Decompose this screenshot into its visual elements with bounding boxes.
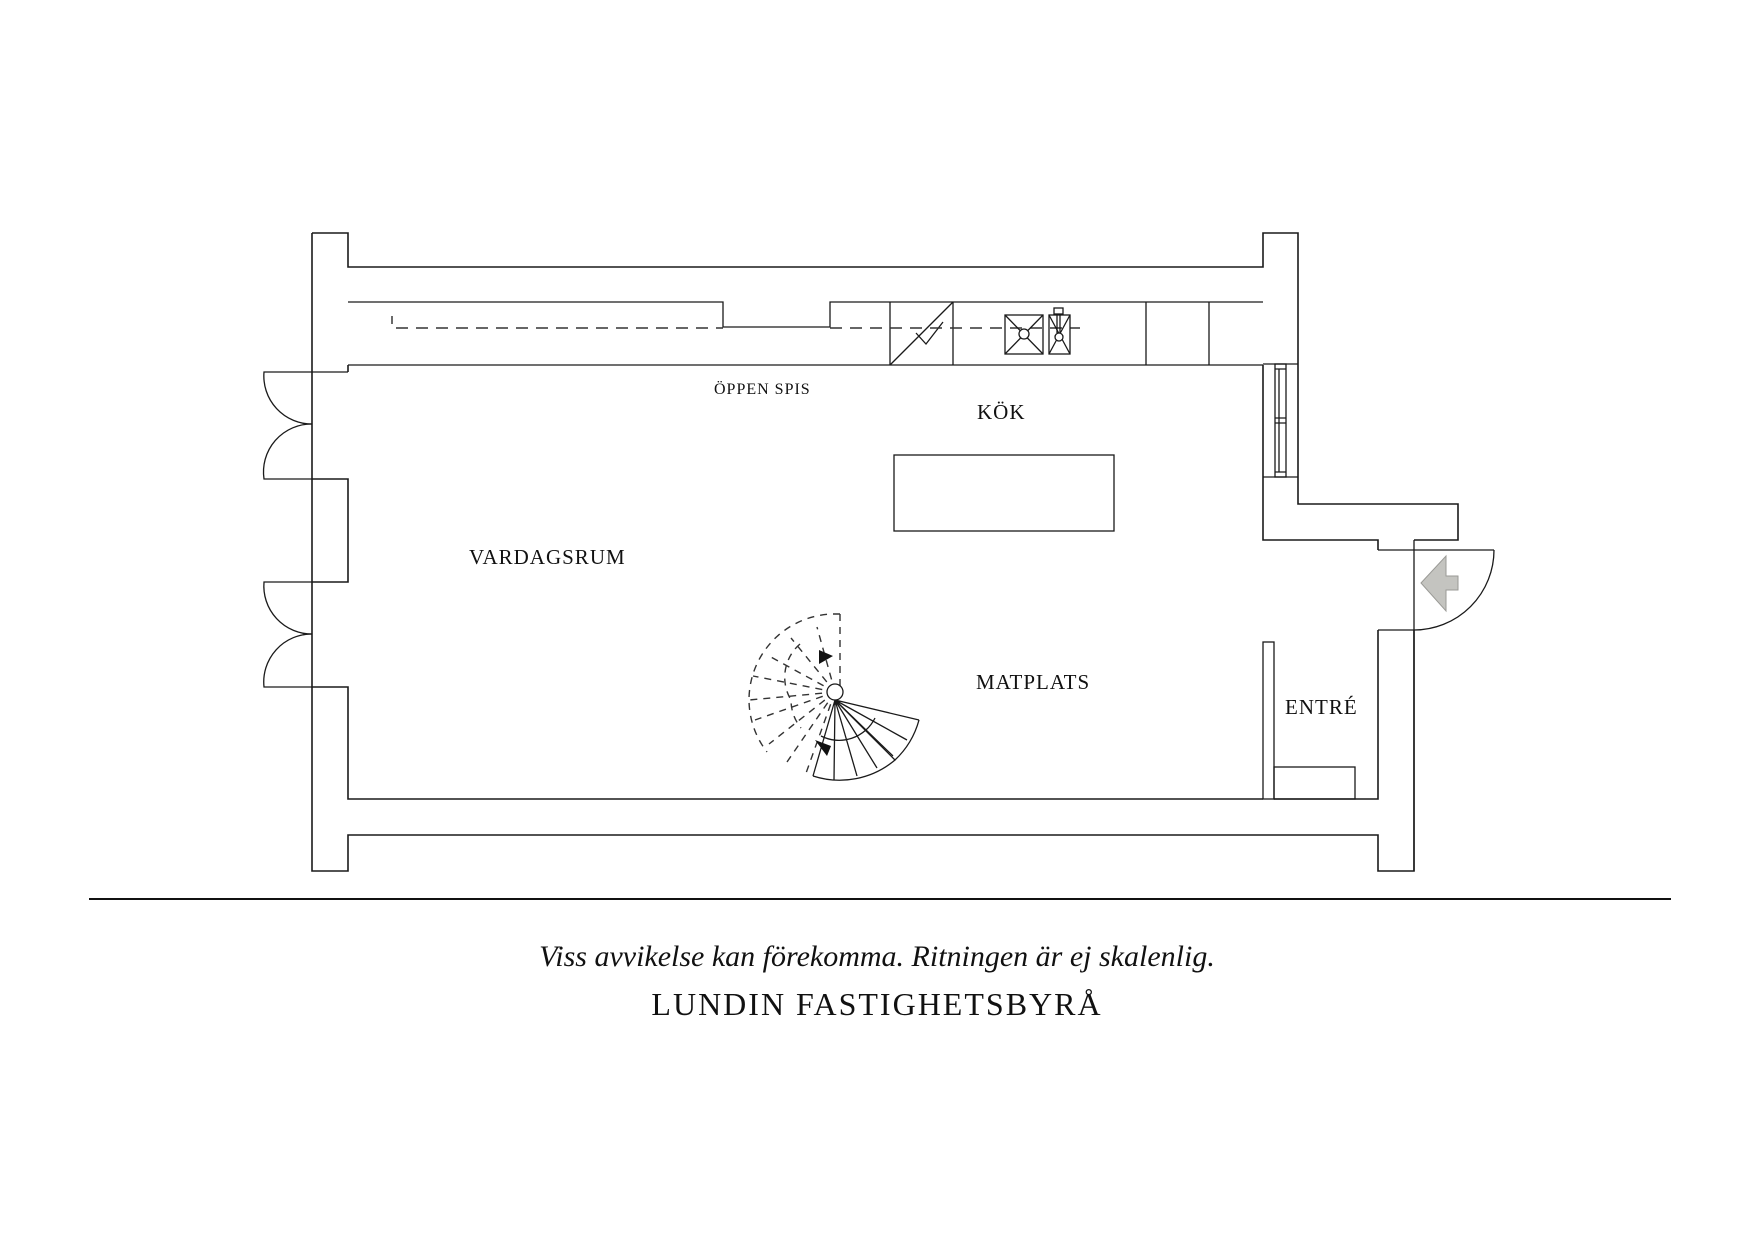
sink-icon <box>1004 307 1071 355</box>
label-kok: KÖK <box>977 400 1026 424</box>
brand-name: LUNDIN FASTIGHETSBYRÅ <box>651 986 1103 1022</box>
spiral-staircase-icon <box>748 613 920 781</box>
door-swing-icon <box>262 371 313 688</box>
front-door <box>1378 540 1495 871</box>
label-matplats: MATPLATS <box>976 670 1091 694</box>
window-icon <box>1274 363 1287 478</box>
kitchen-counter <box>312 301 1263 373</box>
disclaimer-text: Viss avvikelse kan förekomma. Ritningen … <box>539 940 1215 973</box>
ground-line-divider <box>89 898 1671 900</box>
label-vardagsrum: VARDAGSRUM <box>469 545 626 569</box>
label-oppen-spis: ÖPPEN SPIS <box>714 381 811 398</box>
label-entre: ENTRÉ <box>1285 695 1358 719</box>
right-wall <box>1262 363 1459 550</box>
entry-partition <box>1262 641 1356 800</box>
kitchen-island <box>893 454 1115 532</box>
entrance-arrow-icon <box>1420 554 1459 613</box>
